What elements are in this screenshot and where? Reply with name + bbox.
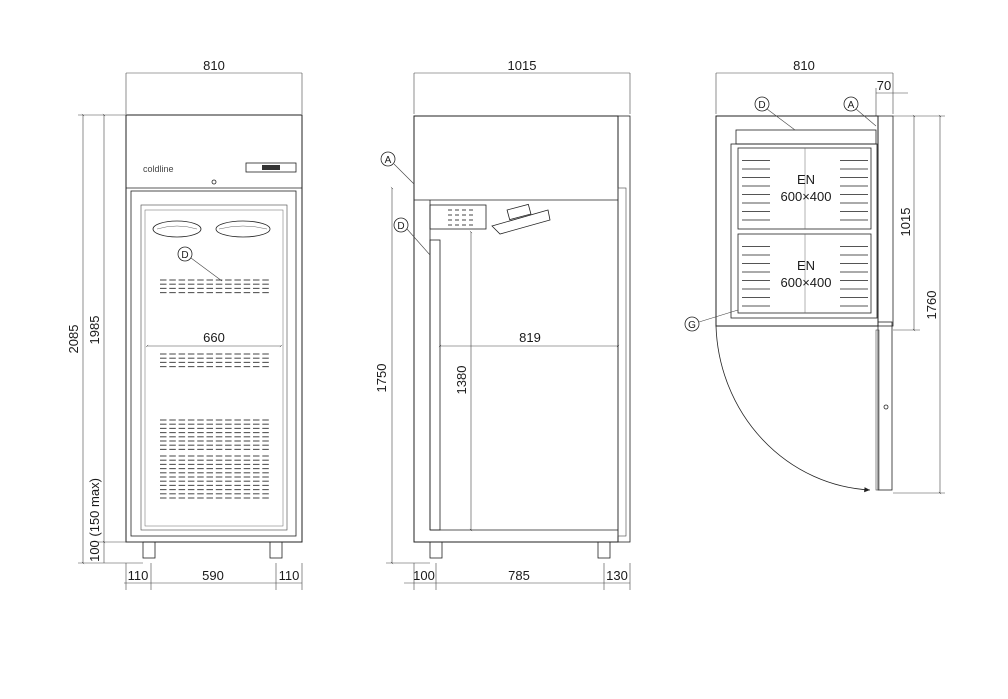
callout-d-leader [406, 228, 431, 256]
side-dim-bottom-left: 100 [413, 568, 435, 583]
top-dim-depth: 1015 [898, 208, 913, 237]
side-dim-height: 1750 [374, 364, 389, 393]
front-dim-body-height: 1985 [87, 316, 102, 345]
top-dim-offset: 70 [877, 78, 891, 93]
callout-d-label: D [758, 100, 765, 111]
callout-g [684, 316, 700, 332]
front-dim-total-height: 2085 [66, 325, 81, 354]
fan-left-icon [152, 220, 202, 238]
front-view: 810 coldline 660 D 208 [66, 58, 303, 590]
tray-2-size: 600×400 [781, 275, 832, 290]
evaporator-coil [448, 209, 473, 226]
front-dim-bottom-left: 110 [128, 568, 149, 583]
brand-logo: coldline [143, 164, 174, 174]
front-dim-feet-height: 100 (150 max) [87, 478, 102, 562]
front-dim-inner-width: 660 [203, 330, 225, 345]
callout-d-leader [766, 108, 796, 131]
side-cabinet [413, 115, 619, 543]
top-dim-width: 810 [793, 58, 815, 73]
side-dim-bottom-right: 130 [606, 568, 628, 583]
top-cabinet [715, 115, 879, 327]
top-dim-swing: 1760 [924, 291, 939, 320]
front-dim-bottom-mid: 590 [202, 568, 224, 583]
front-shelf-grills [160, 279, 269, 499]
fan-motor-icon [506, 203, 532, 221]
callout-d-leader [190, 257, 223, 282]
side-view: 1015 819 1380 1750 A D [374, 58, 631, 590]
side-foot-right [597, 541, 611, 559]
front-door [130, 190, 297, 537]
tray [737, 147, 872, 230]
callout-d [754, 96, 770, 112]
fan-blades-icon [156, 225, 268, 230]
front-glass-frame [140, 204, 288, 531]
side-dim-inner-depth: 819 [519, 330, 541, 345]
evaporator-unit [429, 204, 487, 230]
display-icon [262, 165, 280, 170]
callout-d-label: D [181, 250, 188, 261]
callout-a-leader [393, 163, 415, 185]
top-door-closed [877, 115, 894, 327]
top-inner-frame [730, 143, 878, 319]
callout-a-label: A [848, 100, 855, 111]
tray-1-label: EN [797, 172, 815, 187]
callout-d-label: D [397, 221, 404, 232]
side-rail [429, 239, 441, 531]
top-view: 810 70 EN 600×400 EN 600×400 D A G [684, 58, 945, 495]
callout-g-leader [698, 309, 739, 323]
tray [737, 233, 872, 314]
side-door-gasket [617, 187, 627, 537]
side-dim-bottom-mid: 785 [508, 568, 530, 583]
side-foot-left [429, 541, 443, 559]
callout-a-leader [855, 108, 877, 127]
top-door-open [877, 321, 893, 491]
callout-a [843, 96, 859, 112]
callout-d [393, 217, 409, 233]
callout-a-label: A [385, 155, 392, 166]
side-dim-depth: 1015 [508, 58, 537, 73]
front-foot-right [269, 541, 283, 559]
tray-1-size: 600×400 [781, 189, 832, 204]
fan-right-icon [215, 220, 271, 238]
callout-a [380, 151, 396, 167]
front-foot-left [142, 541, 156, 559]
control-panel [245, 162, 297, 173]
front-glass [144, 209, 284, 527]
tray-grid [737, 147, 872, 314]
front-dim-bottom-right: 110 [279, 568, 300, 583]
door-swing-arc [715, 325, 871, 493]
side-door-edge [617, 115, 631, 543]
top-door-gasket [875, 329, 880, 491]
callout-g-label: G [688, 320, 696, 331]
door-handle-icon [883, 404, 889, 410]
front-cabinet [125, 114, 303, 543]
front-dim-width: 810 [203, 58, 225, 73]
lock-icon [211, 179, 217, 185]
fan-housing [491, 209, 551, 235]
tray-2-label: EN [797, 258, 815, 273]
callout-d [177, 246, 193, 262]
side-dim-inner-height: 1380 [454, 366, 469, 395]
